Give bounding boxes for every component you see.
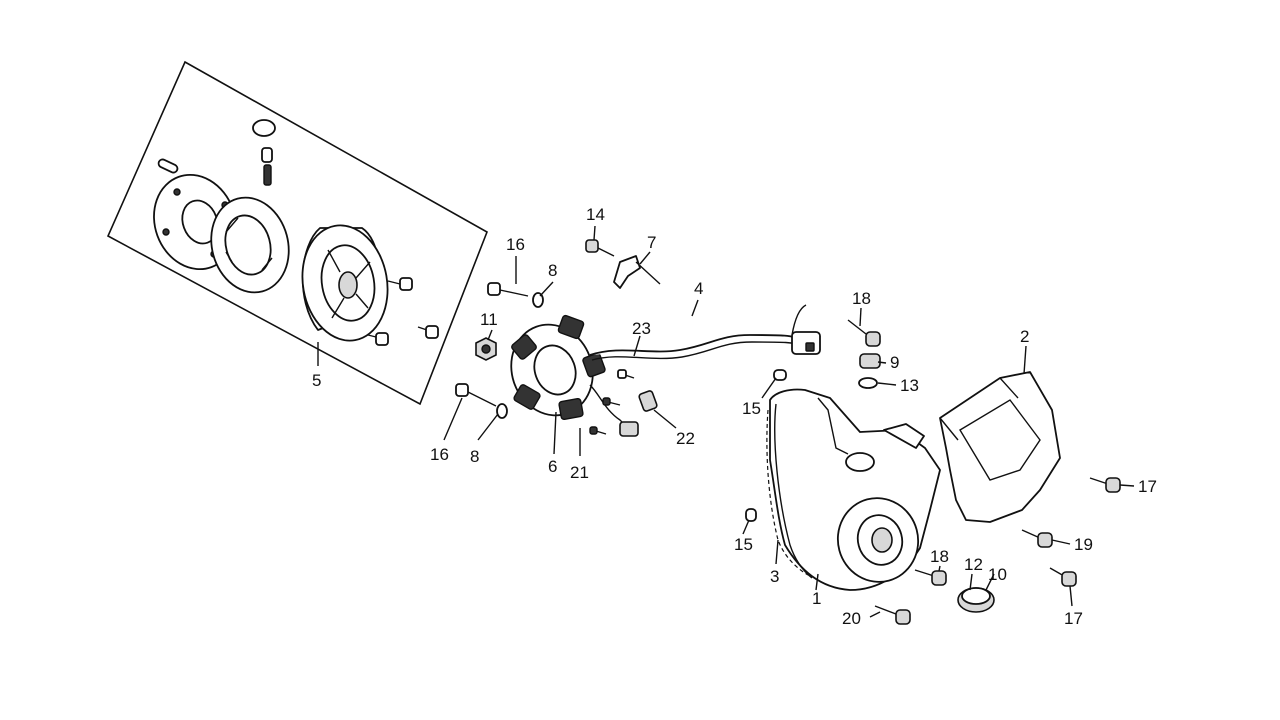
flywheel-rib [327, 249, 371, 319]
callout-5: 5 [312, 371, 321, 390]
inspection-plug-top [961, 587, 991, 605]
callout-11: 11 [480, 310, 498, 329]
dowel-pin-lower [745, 508, 757, 522]
starter-clutch-inner [224, 214, 272, 276]
callout-8-lower: 8 [470, 447, 479, 466]
cover-fill-port [845, 452, 875, 472]
callout-16-lower: 16 [430, 445, 449, 464]
stator-coil [511, 334, 537, 360]
oil-cap [859, 353, 881, 369]
cover-gasket [766, 409, 809, 576]
wiring-harness-2 [591, 341, 801, 361]
assembly-frame [106, 60, 488, 406]
o-ring [858, 377, 878, 389]
cover-boss-hole [871, 527, 893, 553]
spring-pin [261, 147, 273, 163]
leader-lines [317, 225, 1135, 618]
cover-upper-tab [883, 423, 925, 449]
flywheel-hub [338, 271, 358, 299]
shroud-bolt-17-upper [1089, 477, 1121, 493]
callout-16-upper: 16 [506, 235, 525, 254]
callout-15-lower: 15 [734, 535, 753, 554]
cover-bolt-18-lower [914, 569, 947, 586]
callout-1: 1 [812, 589, 821, 608]
callout-9: 9 [890, 353, 899, 372]
spring [263, 164, 272, 186]
fan-shroud [939, 371, 1061, 523]
callout-23: 23 [632, 319, 651, 338]
callout-4: 4 [694, 279, 703, 298]
fan-shroud-edge [939, 377, 1019, 441]
callout-18-upper: 18 [852, 289, 871, 308]
cover-bolt-top [847, 319, 881, 347]
callout-7: 7 [647, 233, 656, 252]
pulser-screw [589, 426, 607, 435]
callout-22: 22 [676, 429, 695, 448]
clamp-screw [617, 369, 635, 379]
woodruff-key [157, 158, 179, 174]
washer-lower [496, 403, 508, 419]
callout-15-upper: 15 [742, 399, 761, 418]
starter-clutch-detail [225, 217, 273, 271]
shroud-bolt-17-lower [1049, 567, 1077, 587]
plate-bolt-hole [162, 228, 170, 236]
callout-2: 2 [1020, 327, 1029, 346]
dowel-pin-upper [773, 369, 787, 381]
stator-group [455, 239, 821, 437]
callout-20: 20 [842, 609, 861, 628]
callout-19: 19 [1074, 535, 1093, 554]
cover-bolt-20 [874, 605, 911, 625]
flywheel-assembly-group [106, 60, 488, 406]
callout-8-upper: 8 [548, 261, 557, 280]
callout-18-lower: 18 [930, 547, 949, 566]
clutch-bolt [367, 332, 389, 346]
callout-3: 3 [770, 567, 779, 586]
callout-21: 21 [570, 463, 589, 482]
harness-connector-tab [805, 342, 815, 352]
stator-bolt-lower [455, 383, 497, 407]
callout-17-lower: 17 [1064, 609, 1083, 628]
stator-coil [557, 314, 585, 340]
fan-shroud-fold [959, 399, 1041, 481]
shroud-bolt-19 [1021, 529, 1053, 548]
callout-13: 13 [900, 376, 919, 395]
callout-labels: 5 16 8 11 16 8 14 7 4 23 6 21 22 18 9 13… [312, 205, 1157, 628]
callout-10: 10 [988, 565, 1007, 584]
callout-12: 12 [964, 555, 983, 574]
pulser-coil [619, 421, 639, 437]
stator-coil [513, 384, 541, 410]
washer-upper [532, 292, 544, 308]
flywheel-nut-hole [481, 344, 491, 354]
cover-flange [774, 403, 813, 579]
callout-6: 6 [548, 457, 557, 476]
wire-clamp [638, 390, 658, 412]
stator-center [533, 344, 577, 396]
stator-coil [558, 398, 584, 420]
wire-lead [791, 304, 807, 336]
stator-bolt-upper [487, 282, 529, 297]
callout-14: 14 [586, 205, 605, 224]
callout-17-upper: 17 [1138, 477, 1157, 496]
clutch-bolt [417, 325, 439, 339]
pulser-screw [602, 397, 621, 406]
bushing [252, 119, 276, 137]
bracket-guide [613, 255, 661, 289]
cover-group [745, 319, 1121, 625]
bracket-bolt [585, 239, 615, 257]
plate-bolt-hole [173, 188, 181, 196]
wiring-harness [589, 334, 801, 356]
clutch-bolt [387, 277, 413, 291]
cover-ridge [817, 397, 849, 455]
